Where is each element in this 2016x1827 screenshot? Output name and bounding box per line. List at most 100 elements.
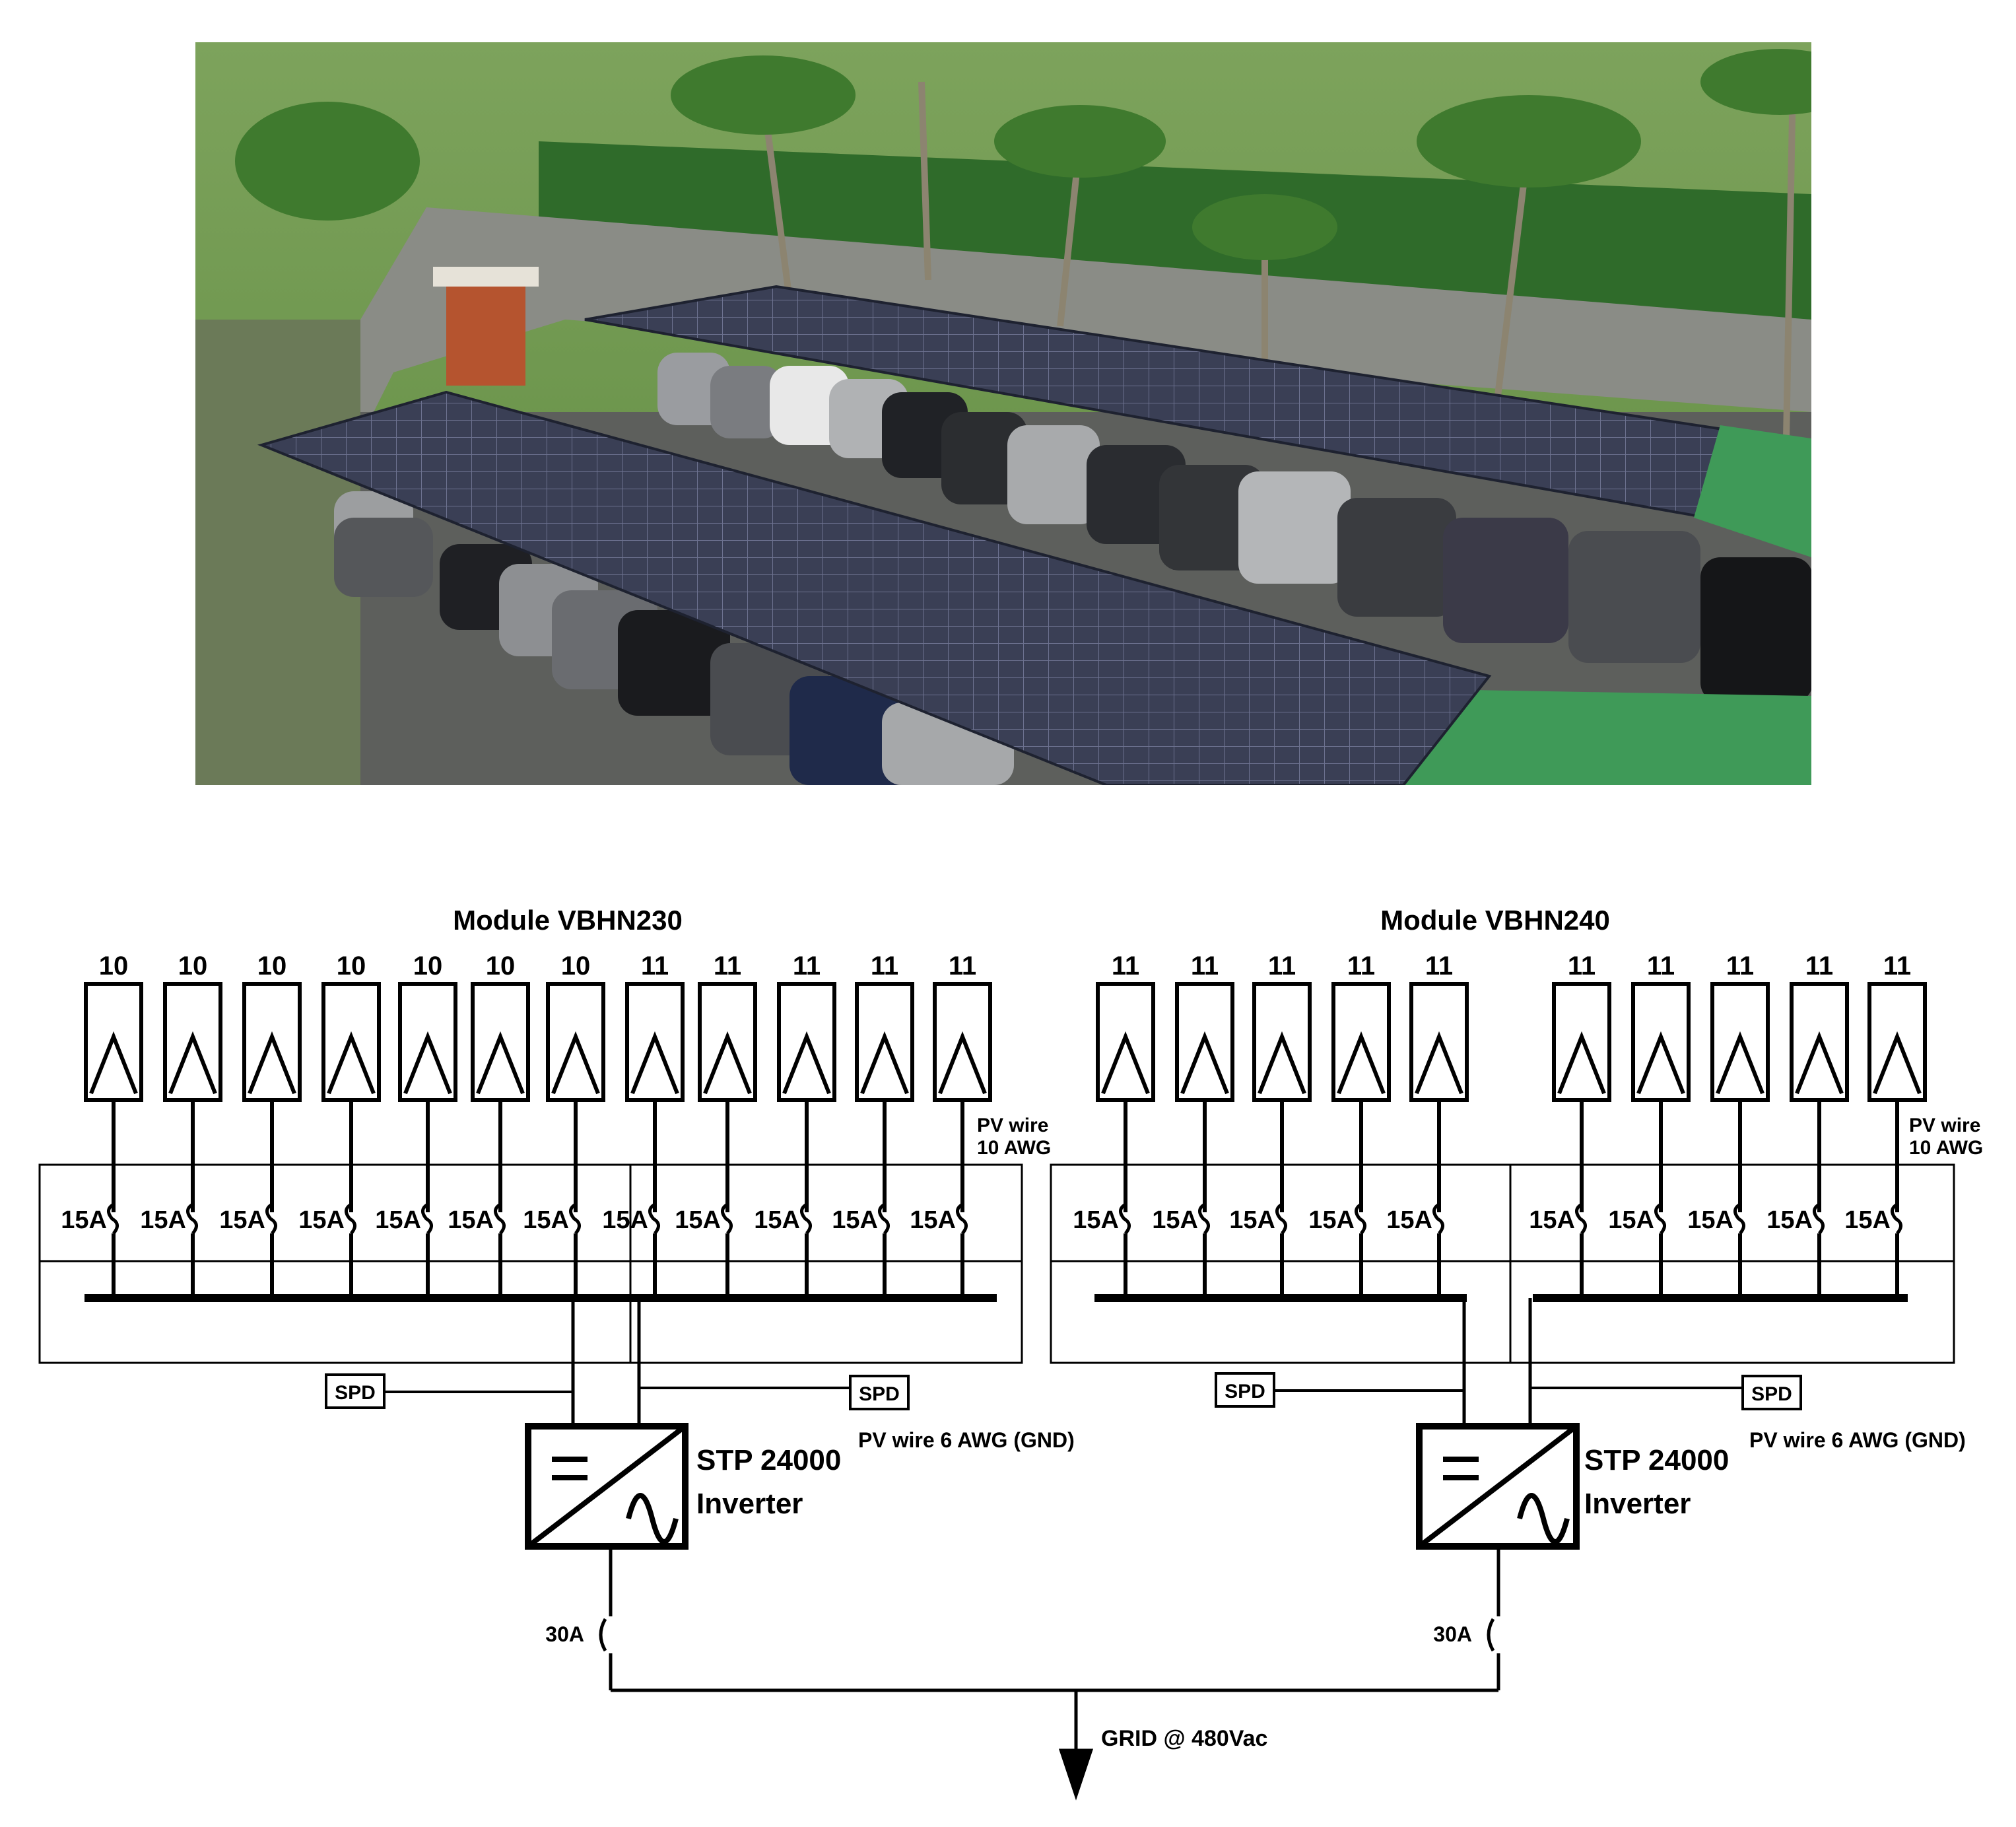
fuse-symbol (569, 1202, 581, 1235)
fuse-label: 15A (754, 1206, 800, 1234)
fuse-symbol (956, 1202, 968, 1235)
inverter-box (525, 1423, 689, 1550)
ac-symbol (626, 1493, 679, 1544)
pv-module-symbol (703, 1031, 752, 1095)
pv-module-symbol (630, 1031, 679, 1095)
fuse-symbol (186, 1202, 198, 1235)
fuse-label: 15A (1687, 1206, 1733, 1234)
fuse-symbol (878, 1202, 890, 1235)
pv-module-symbol (1337, 1031, 1386, 1095)
inverter-label: Inverter (1584, 1488, 1691, 1520)
breaker-symbol (1487, 1618, 1495, 1652)
fuse-symbol (1119, 1202, 1131, 1235)
ground-note: PV wire 6 AWG (GND) (1749, 1428, 1966, 1452)
inverter-model: STP 24000 (1584, 1444, 1729, 1476)
string-count: 11 (1805, 951, 1833, 981)
combiner-box (38, 1163, 1023, 1364)
string-count: 11 (1268, 951, 1296, 981)
pv-module-symbol (551, 1031, 600, 1095)
fuse-label: 15A (675, 1206, 721, 1234)
green-roof (1694, 425, 1811, 557)
pv-module-symbol (1557, 1031, 1606, 1095)
string-count: 10 (99, 951, 129, 981)
string-count: 10 (337, 951, 366, 981)
pv-module-symbol (1716, 1031, 1764, 1095)
wire-note: PV wire (1909, 1115, 1980, 1136)
fuse-symbol (1275, 1202, 1287, 1235)
string-count: 11 (1883, 951, 1911, 981)
pv-module-symbol (1795, 1031, 1844, 1095)
fuse-label: 15A (61, 1206, 107, 1234)
fuse-symbol (421, 1202, 433, 1235)
fuse-symbol (1198, 1202, 1210, 1235)
pv-module-symbol (1873, 1031, 1922, 1095)
road (195, 207, 1811, 544)
fuse-label: 15A (910, 1206, 956, 1234)
array-title: Module VBHN230 (453, 905, 683, 936)
pv-module-symbol (248, 1031, 296, 1095)
spd-label: SPD (1225, 1381, 1265, 1402)
string-count: 11 (1347, 951, 1375, 981)
pv-module-symbol (1636, 1031, 1685, 1095)
grid-arrow (1058, 1748, 1094, 1801)
ac-symbol (1517, 1493, 1570, 1544)
solar-carport-photo (195, 42, 1811, 785)
pv-module-symbol (1415, 1031, 1463, 1095)
pv-module-symbol (476, 1031, 525, 1095)
string-count: 11 (1191, 951, 1219, 981)
breaker-label: 30A (1433, 1622, 1472, 1646)
string-count: 10 (257, 951, 287, 981)
string-count: 11 (871, 951, 898, 981)
fuse-symbol (1733, 1202, 1745, 1235)
pv-module-symbol (168, 1031, 217, 1095)
fuse-symbol (107, 1202, 119, 1235)
diagram-text: Module VBHN230 10 15A 10 15A 10 15A 10 15A 10 15A 1… (61, 905, 1983, 1751)
fuse-symbol (1432, 1202, 1444, 1235)
pv-module-symbol (89, 1031, 138, 1095)
breaker-label: 30A (545, 1622, 584, 1646)
fuse-label: 15A (219, 1206, 265, 1234)
fuse-symbol (1355, 1202, 1366, 1235)
string-count: 11 (1647, 951, 1675, 981)
spd-box (849, 1375, 910, 1410)
string-count: 10 (486, 951, 516, 981)
string-count: 11 (793, 951, 821, 981)
string-count: 11 (1112, 951, 1139, 981)
fuse-symbol (648, 1202, 660, 1235)
inverter-diagonal (526, 1424, 687, 1549)
fuse-symbol (721, 1202, 733, 1235)
fuse-label: 15A (1152, 1206, 1198, 1234)
array-title: Module VBHN240 (1380, 905, 1610, 936)
fuse-label: 15A (298, 1206, 345, 1234)
fuse-symbol (494, 1202, 506, 1235)
grid-label: GRID @ 480Vac (1101, 1726, 1267, 1751)
combiner-box (1050, 1163, 1955, 1364)
string-count: 11 (1568, 951, 1596, 981)
string-count: 11 (1726, 951, 1754, 981)
pv-module-symbol (860, 1031, 909, 1095)
fuse-symbol (1813, 1202, 1825, 1235)
fuse-symbol (265, 1202, 277, 1235)
string-count: 10 (561, 951, 591, 981)
fuse-label: 15A (523, 1206, 569, 1234)
spd-label: SPD (1751, 1383, 1792, 1405)
breaker-symbol (599, 1618, 607, 1652)
diagram-lines (38, 982, 1955, 1801)
string-count: 11 (641, 951, 669, 981)
fuse-label: 15A (1386, 1206, 1432, 1234)
string-count: 11 (949, 951, 976, 981)
pv-module-symbol (403, 1031, 452, 1095)
fuse-label: 15A (1844, 1206, 1891, 1234)
inverter-diagonal (1417, 1424, 1578, 1549)
fuse-symbol (1654, 1202, 1666, 1235)
string-count: 10 (413, 951, 443, 981)
fuse-label: 15A (1229, 1206, 1275, 1234)
pv-module-symbol (1258, 1031, 1306, 1095)
spd-box (1741, 1375, 1802, 1410)
pv-module-symbol (1180, 1031, 1229, 1095)
fuse-label: 15A (832, 1206, 878, 1234)
fuse-label: 15A (375, 1206, 421, 1234)
guard-house (446, 280, 525, 386)
wire-note: PV wire (977, 1115, 1048, 1136)
